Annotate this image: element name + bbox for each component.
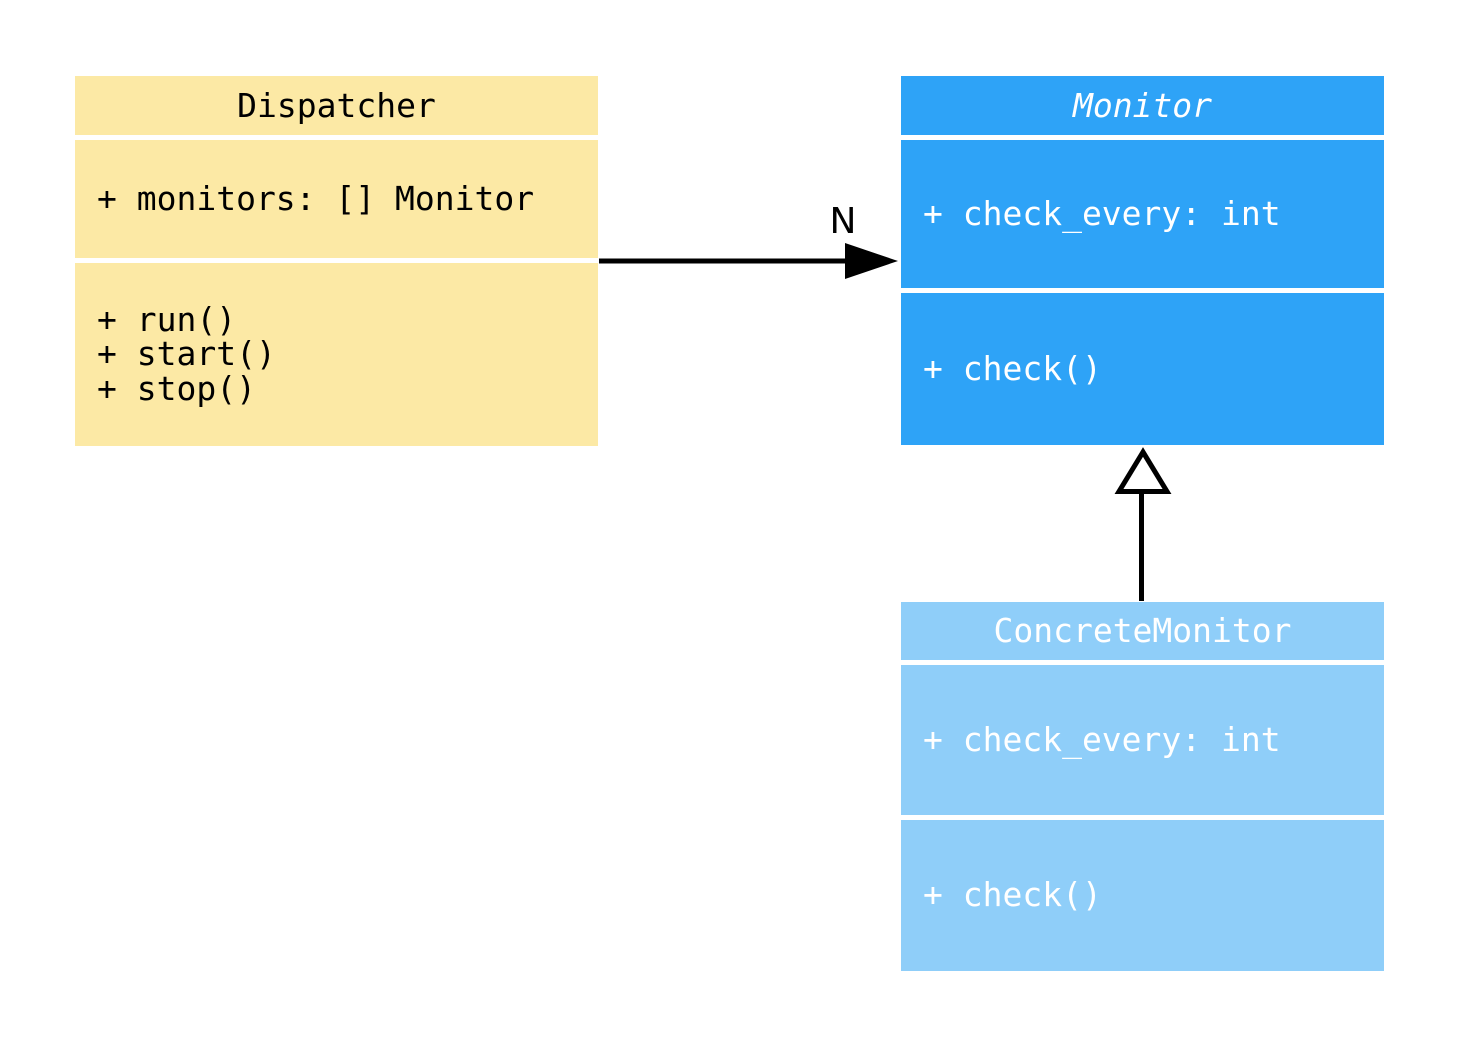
class-box-dispatcher: Dispatcher + monitors: [] Monitor + run(…: [75, 76, 598, 446]
class-box-concrete-monitor: ConcreteMonitor + check_every: int + che…: [901, 602, 1384, 971]
inheritance-arrow: [1114, 447, 1172, 601]
class-title-concrete-monitor: ConcreteMonitor: [901, 602, 1384, 660]
class-title-monitor: Monitor: [901, 76, 1384, 135]
class-box-monitor: Monitor + check_every: int + check(): [901, 76, 1384, 445]
class-methods-dispatcher: + run() + start() + stop(): [75, 263, 598, 446]
association-arrowhead-icon: [845, 243, 898, 279]
class-title-dispatcher: Dispatcher: [75, 76, 598, 135]
class-methods-monitor: + check(): [901, 293, 1384, 445]
class-attributes-dispatcher: + monitors: [] Monitor: [75, 140, 598, 258]
class-attributes-monitor: + check_every: int: [901, 140, 1384, 288]
class-attributes-concrete-monitor: + check_every: int: [901, 665, 1384, 815]
association-arrow: [599, 243, 898, 279]
association-multiplicity-label: N: [829, 201, 857, 242]
inheritance-triangle-icon: [1114, 447, 1172, 494]
class-methods-concrete-monitor: + check(): [901, 820, 1384, 971]
